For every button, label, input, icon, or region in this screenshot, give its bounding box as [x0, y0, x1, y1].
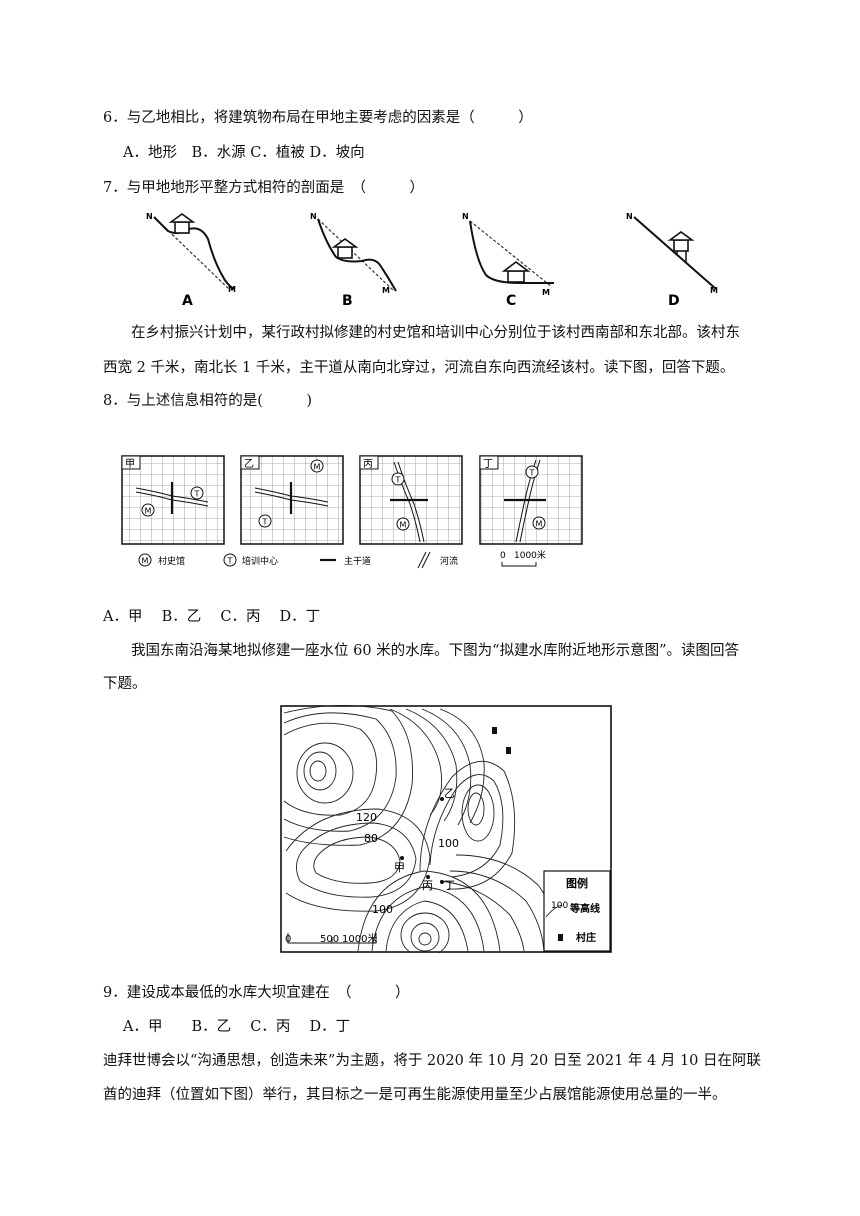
label-100-east: 100 [438, 837, 459, 850]
passage3-line1: 迪拜世博会以“沟通思想，创造未来”为主题，将于 2020 年 10 月 20 日… [103, 1053, 762, 1069]
profile-c-letter: C [506, 293, 516, 309]
passage2-line1: 我国东南沿海某地拟修建一座水位 60 米的水库。下图为“拟建水库附近地形示意图”… [131, 643, 739, 659]
profile-c-m-label: M [542, 288, 550, 297]
profile-a-m-label: M [228, 285, 236, 294]
profile-a-n-label: N [146, 212, 153, 221]
panel-jia: 甲 T M [121, 455, 225, 545]
svg-text:1000米: 1000米 [342, 932, 377, 945]
scale-zero: 0 [500, 551, 506, 561]
q6-stem: 6．与乙地相比，将建筑物布局在甲地主要考虑的因素是（ ） [103, 110, 533, 126]
point-jia [400, 856, 404, 860]
q9-options: A．甲 B．乙 C．丙 D．丁 [123, 1019, 351, 1035]
q8-legend: M 村史馆 T 培训中心 主干道 河流 0 1000米 [138, 549, 546, 569]
q7-stem: 7．与甲地地形平整方式相符的剖面是 （ ） [103, 180, 424, 196]
profile-c-n-label: N [462, 212, 469, 221]
q6-options: A．地形 B．水源 C．植被 D．坡向 [123, 145, 365, 161]
label-80: 80 [364, 832, 378, 845]
panel-ding-m: M [536, 520, 543, 529]
profile-b-n-label: N [310, 212, 317, 221]
label-120: 120 [356, 811, 377, 824]
passage1-line1: 在乡村振兴计划中，某行政村拟修建的村史馆和培训中心分别位于该村西南部和东北部。该… [131, 325, 740, 341]
svg-text:T: T [227, 557, 233, 566]
profile-b-m-label: M [382, 286, 390, 295]
q9-stem: 9．建设成本最低的水库大坝宜建在 （ ） [103, 985, 410, 1001]
label-jia: 甲 [394, 861, 405, 874]
svg-text:M: M [142, 557, 149, 566]
panel-jia-m: M [145, 507, 152, 516]
panel-yi: 乙 M T [240, 455, 344, 545]
profile-b: N M B [310, 212, 397, 309]
point-ding [440, 880, 444, 884]
point-bing [426, 875, 430, 879]
profile-d-m-label: M [710, 286, 718, 295]
village-marker [506, 747, 511, 754]
label-ding: 丁 [444, 879, 455, 892]
profile-a-letter: A [182, 293, 193, 309]
profile-a: N M A [146, 212, 236, 309]
scale-label: 1000米 [514, 549, 546, 561]
legend-training: 培训中心 [242, 555, 278, 567]
panel-yi-t: T [262, 518, 268, 527]
legend-river: 河流 [440, 555, 458, 567]
panel-ding-label: 丁 [483, 459, 493, 470]
panel-jia-t: T [194, 490, 200, 499]
panel-bing: 丙 T M [359, 455, 463, 545]
map-scale-bar: 0 500 1000米 [285, 932, 377, 945]
reservoir-contour-map: 120 80 100 100 乙 甲 丙 丁 0 500 1000米 图例 10… [280, 705, 612, 953]
svg-text:500: 500 [320, 934, 339, 945]
passage2-line2: 下题。 [103, 676, 147, 692]
legend-contour-label: 等高线 [570, 902, 600, 915]
profile-d: N M D [626, 212, 718, 309]
label-bing: 丙 [422, 879, 433, 892]
legend-village-label: 村庄 [576, 931, 596, 944]
village-marker [492, 727, 497, 734]
panel-yi-label: 乙 [244, 458, 254, 470]
label-100-south: 100 [372, 903, 393, 916]
point-yi [440, 797, 444, 801]
profile-d-n-label: N [626, 212, 633, 221]
legend-contour-value: 100 [551, 901, 568, 911]
q7-profile-figure: N M A N M B N M C N M D [146, 212, 718, 309]
legend-road: 主干道 [344, 555, 371, 567]
profile-d-letter: D [668, 293, 680, 309]
svg-text:0: 0 [285, 934, 291, 945]
panel-ding: 丁 T M [479, 455, 583, 545]
passage1-line2: 西宽 2 千米，南北长 1 千米，主干道从南向北穿过，河流自东向西流经该村。读下… [103, 360, 735, 376]
panel-bing-m: M [400, 521, 407, 530]
q8-options: A．甲 B．乙 C．丙 D．丁 [103, 609, 321, 625]
map-legend: 图例 100 等高线 村庄 [543, 870, 611, 952]
contour-lines [283, 705, 563, 953]
label-yi: 乙 [444, 787, 455, 800]
panel-yi-m: M [314, 463, 321, 472]
profile-b-letter: B [342, 293, 353, 309]
passage3-line2: 酋的迪拜（位置如下图）举行，其目标之一是可再生能源使用量至少占展馆能源使用总量的… [103, 1087, 727, 1103]
panel-bing-t: T [395, 476, 401, 485]
panel-ding-t: T [529, 469, 535, 478]
legend-title: 图例 [566, 876, 588, 890]
panel-bing-label: 丙 [363, 459, 373, 470]
q8-village-maps: 甲 T M 乙 M T 丙 T M 丁 [121, 455, 583, 569]
profile-c: N M C [462, 212, 554, 309]
q8-stem: 8．与上述信息相符的是( ) [103, 393, 313, 409]
panel-jia-label: 甲 [125, 459, 135, 470]
legend-museum: 村史馆 [158, 555, 185, 567]
